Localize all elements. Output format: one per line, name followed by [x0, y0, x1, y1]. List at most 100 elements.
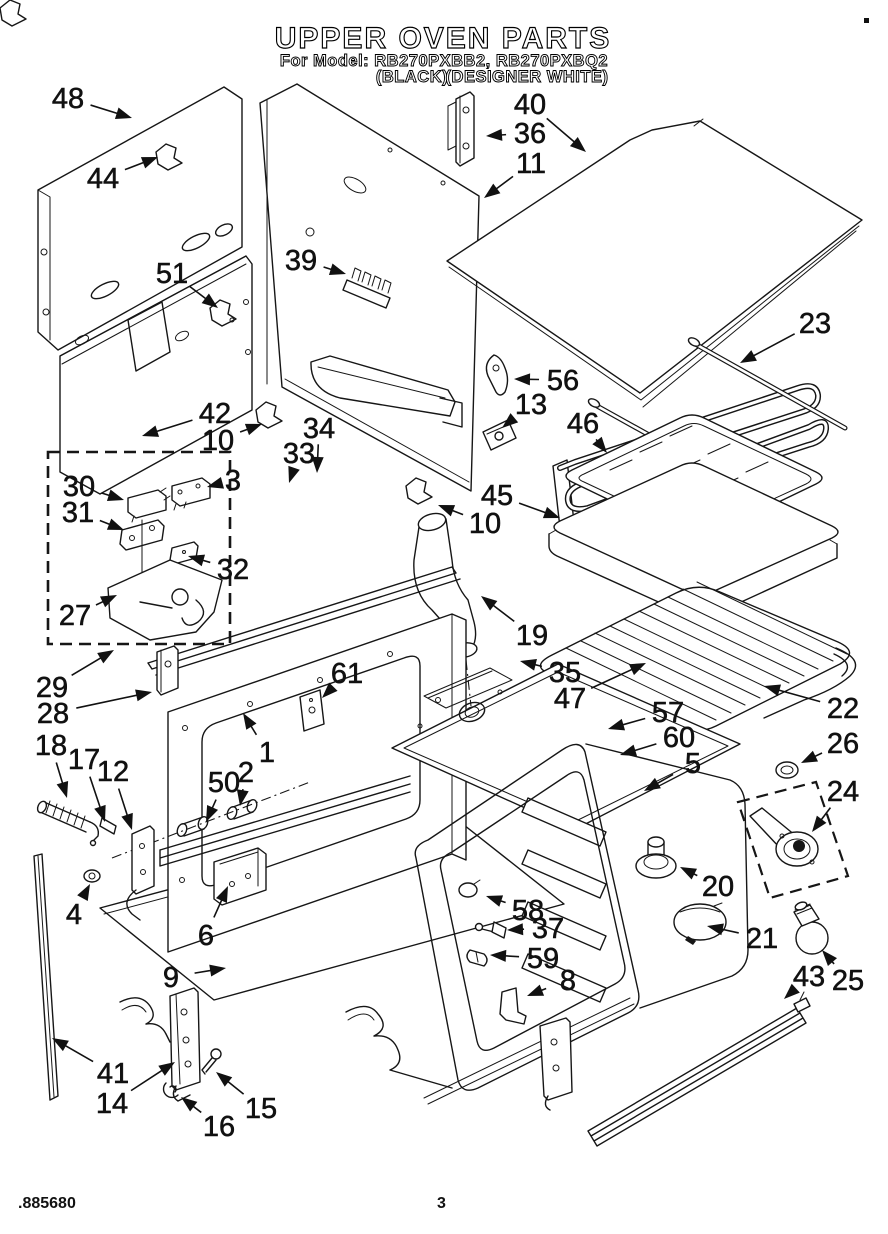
liner-front-frames-art: [414, 743, 640, 1105]
part-label-41: 41: [52, 1038, 129, 1090]
part-label-33: 33: [283, 438, 315, 483]
part-label-22: 22: [764, 684, 859, 725]
part-number-text: 27: [59, 600, 91, 632]
part-number-text: 18: [35, 730, 67, 762]
part-number-text: 12: [97, 756, 129, 788]
part-number-text: 21: [746, 923, 778, 955]
part-label-2: 2: [236, 757, 254, 806]
part-label-29: 29: [36, 650, 114, 704]
part-number-text: 17: [68, 744, 100, 776]
part-number-text: 50: [208, 767, 240, 799]
part-label-14: 14: [96, 1062, 175, 1120]
part-number-text: 28: [37, 698, 69, 730]
part-label-47: 47: [554, 663, 646, 715]
keyhole-bracket-art: [485, 354, 509, 396]
side-trim-art: [33, 853, 59, 1101]
part-number-text: 19: [516, 620, 548, 652]
part-label-48: 48: [52, 83, 132, 119]
liner-foot-art: [635, 836, 677, 879]
part-number-text: 30: [63, 471, 95, 503]
front-rail-art: [147, 566, 461, 696]
part-label-11: 11: [484, 148, 546, 198]
part-number-text: 60: [663, 722, 695, 754]
rear-upper-panel-art: [37, 86, 243, 351]
part-number-text: 45: [481, 480, 513, 512]
part-label-18: 18: [35, 730, 69, 798]
part-number-text: 37: [532, 913, 564, 945]
part-label-10: 10: [438, 505, 501, 540]
oven-light-art: [673, 761, 850, 955]
part-label-9: 9: [163, 962, 226, 994]
part-label-32: 32: [188, 554, 249, 586]
part-label-56: 56: [514, 365, 579, 397]
part-label-6: 6: [198, 886, 228, 952]
part-number-text: 48: [52, 83, 84, 115]
part-number-text: 4: [66, 899, 82, 931]
part-number-text: 34: [303, 413, 335, 445]
page-title: UPPER OVEN PARTS: [275, 22, 612, 55]
latch-assembly-art: [46, 450, 232, 646]
part-number-text: 20: [702, 871, 734, 903]
part-label-10: 10: [202, 423, 262, 457]
retainer-clips-art: [0, 0, 433, 505]
part-label-3: 3: [207, 465, 241, 497]
part-label-19: 19: [481, 596, 548, 652]
hinge-hardware-art: [36, 800, 155, 921]
part-label-23: 23: [740, 308, 831, 363]
side-panel-art: [259, 83, 480, 492]
switch-plate-art: [299, 689, 325, 732]
door-hinge-art: [119, 987, 222, 1102]
part-number-text: 15: [245, 1093, 277, 1125]
part-number-text: 41: [97, 1058, 129, 1090]
part-label-17: 17: [68, 744, 106, 822]
part-label-60: 60: [620, 722, 695, 757]
part-label-42: 42: [142, 398, 231, 437]
part-label-5: 5: [644, 748, 701, 791]
part-label-16: 16: [181, 1097, 235, 1143]
vent-trim-art: [310, 355, 463, 428]
part-label-20: 20: [680, 867, 734, 903]
part-number-text: 5: [685, 748, 701, 780]
part-label-51: 51: [156, 258, 218, 308]
part-number-text: 32: [217, 554, 249, 586]
part-label-36: 36: [486, 118, 546, 150]
part-label-61: 61: [322, 658, 363, 698]
part-label-26: 26: [801, 728, 859, 763]
part-label-24: 24: [812, 776, 859, 832]
part-number-text: 22: [827, 693, 859, 725]
part-number-text: 9: [163, 962, 179, 994]
part-label-12: 12: [97, 756, 133, 830]
part-label-39: 39: [285, 245, 346, 277]
part-number-text: 57: [652, 697, 684, 729]
part-label-45: 45: [481, 480, 560, 519]
part-number-text: 33: [283, 438, 315, 470]
part-number-text: 1: [259, 737, 275, 769]
part-label-43: 43: [784, 961, 825, 999]
bottom-trim-rail-art: [587, 991, 811, 1147]
part-label-31: 31: [62, 497, 124, 530]
oven-liner-body-art: [521, 743, 749, 1009]
part-label-44: 44: [87, 157, 158, 195]
part-number-text: 14: [96, 1088, 128, 1120]
part-number-text: 29: [36, 672, 68, 704]
part-label-34: 34: [303, 413, 335, 473]
part-number-text: 46: [567, 408, 599, 440]
part-number-text: 35: [549, 657, 581, 689]
part-number-text: 31: [62, 497, 94, 529]
part-label-40: 40: [514, 89, 586, 152]
part-number-text: 44: [87, 163, 119, 195]
part-label-58: 58: [486, 895, 544, 927]
part-label-35: 35: [520, 657, 581, 689]
part-number-text: 10: [202, 425, 234, 457]
part-number-text: 42: [199, 398, 231, 430]
terminal-block-art: [342, 267, 392, 309]
part-number-text: 59: [527, 943, 559, 975]
part-number-text: 23: [799, 308, 831, 340]
small-plate-art: [482, 419, 517, 451]
part-number-text: 6: [198, 920, 214, 952]
part-number-text: 26: [827, 728, 859, 760]
part-number-text: 25: [832, 965, 864, 997]
